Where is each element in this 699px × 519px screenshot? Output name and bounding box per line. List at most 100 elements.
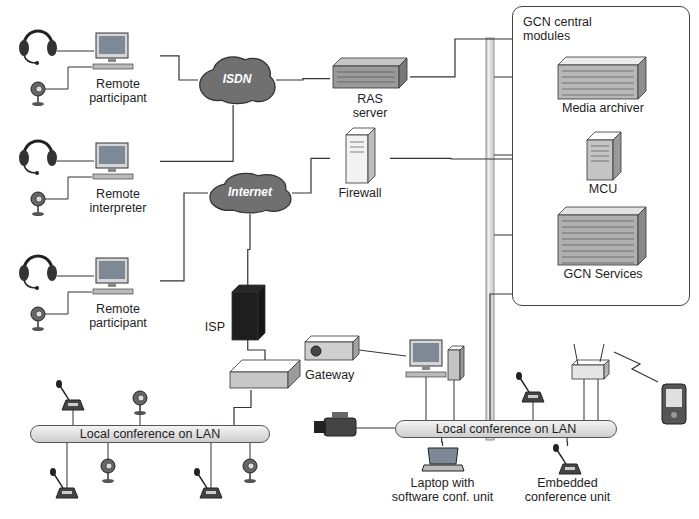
device-node: Gateway [230, 360, 370, 390]
pc-stand [108, 283, 116, 287]
headset-mic-tip [35, 61, 39, 65]
rack-top [558, 57, 646, 65]
network-link [566, 438, 568, 446]
pc-monitor [96, 33, 128, 58]
device-node: Media archiver [538, 57, 668, 115]
wire [57, 161, 94, 162]
camcorder-body [324, 418, 356, 436]
mic-buttons [68, 403, 78, 406]
network-link [292, 158, 330, 193]
wire [67, 443, 68, 488]
mic-head [553, 444, 559, 452]
server-top [333, 58, 407, 66]
camera-ball [101, 459, 115, 473]
tower-slot [591, 156, 609, 157]
network-link [234, 390, 251, 425]
server-front [333, 66, 399, 88]
isp-icon [230, 285, 265, 340]
wire [359, 350, 406, 356]
wire [426, 377, 427, 420]
mic-base [559, 464, 581, 474]
headset-band [24, 141, 52, 155]
pc-keyboard [93, 289, 133, 294]
wire [57, 276, 94, 277]
camera-lens [106, 463, 112, 469]
rack-slot [562, 77, 634, 78]
network-link [410, 39, 512, 77]
rack-slot [562, 245, 634, 246]
camera-lens [138, 395, 144, 401]
camera-ball [31, 307, 45, 321]
pc-tower-side [460, 346, 464, 380]
camera-stand [37, 321, 39, 328]
mic-base [200, 488, 222, 498]
rack-slot [562, 233, 634, 234]
rack-slot [562, 83, 634, 84]
tower-side [613, 132, 621, 180]
rack-slot [562, 95, 634, 96]
mic-base [56, 488, 78, 498]
gateway-box-side [288, 360, 300, 388]
pc-keyboard [93, 64, 133, 69]
wire [600, 344, 604, 362]
device-node: MCU [553, 132, 653, 196]
rack2-icon [558, 207, 648, 265]
laptop-screen [428, 448, 458, 464]
headset-mic-tip [35, 286, 39, 290]
mic-buttons [206, 491, 216, 494]
mic-neck [54, 474, 63, 488]
pc-keyboard [406, 372, 446, 377]
pda-screen [666, 389, 682, 407]
camera-stand [37, 96, 39, 103]
rack-slot [562, 257, 634, 258]
firewall-icon [344, 128, 376, 184]
isp-box-front [232, 292, 258, 340]
rack-slot [562, 263, 634, 264]
headset-mic-tip [35, 171, 39, 175]
node-label: GCN Services [563, 267, 642, 281]
wire [454, 380, 455, 420]
mic-base [62, 400, 84, 410]
camera-ball [31, 192, 45, 206]
projector-side [353, 336, 359, 360]
node-label: Remote participant [76, 77, 160, 106]
rack-slot [562, 221, 634, 222]
camcorder-lens [314, 421, 326, 433]
device-node: Remote interpreter [10, 125, 160, 216]
pc-monitor [410, 340, 442, 366]
wire [533, 402, 534, 420]
wire [57, 51, 94, 52]
rack-top [558, 207, 646, 215]
rack-slot [562, 251, 634, 252]
node-label: Gateway [305, 368, 354, 382]
network-link [441, 438, 443, 446]
server-slot [337, 82, 395, 83]
mic-neck [557, 450, 566, 464]
mic-neck [198, 474, 207, 488]
rack-front [558, 215, 638, 265]
node-label: ISDN [223, 73, 252, 87]
wire [250, 443, 251, 459]
camera-lens [36, 311, 42, 317]
wire [574, 344, 578, 365]
projector-lens [311, 346, 321, 356]
tower-slot [591, 161, 609, 162]
access-point-side [604, 360, 609, 379]
tower-slot [591, 151, 609, 152]
radio-link [614, 352, 658, 382]
firewall-side [368, 128, 375, 183]
server-side [399, 58, 407, 88]
headset-cup [47, 150, 57, 166]
headset-band [24, 256, 52, 270]
mic-base [522, 392, 544, 402]
pc-monitor [96, 258, 128, 283]
lan-band: Local conference on LAN [395, 420, 617, 438]
camera-stand [249, 473, 251, 480]
wire [356, 428, 395, 429]
node-label: Remote interpreter [76, 187, 160, 216]
mic-head [516, 372, 522, 380]
wire [45, 177, 92, 199]
firewall-slot [350, 147, 364, 148]
server-slot [337, 77, 395, 78]
